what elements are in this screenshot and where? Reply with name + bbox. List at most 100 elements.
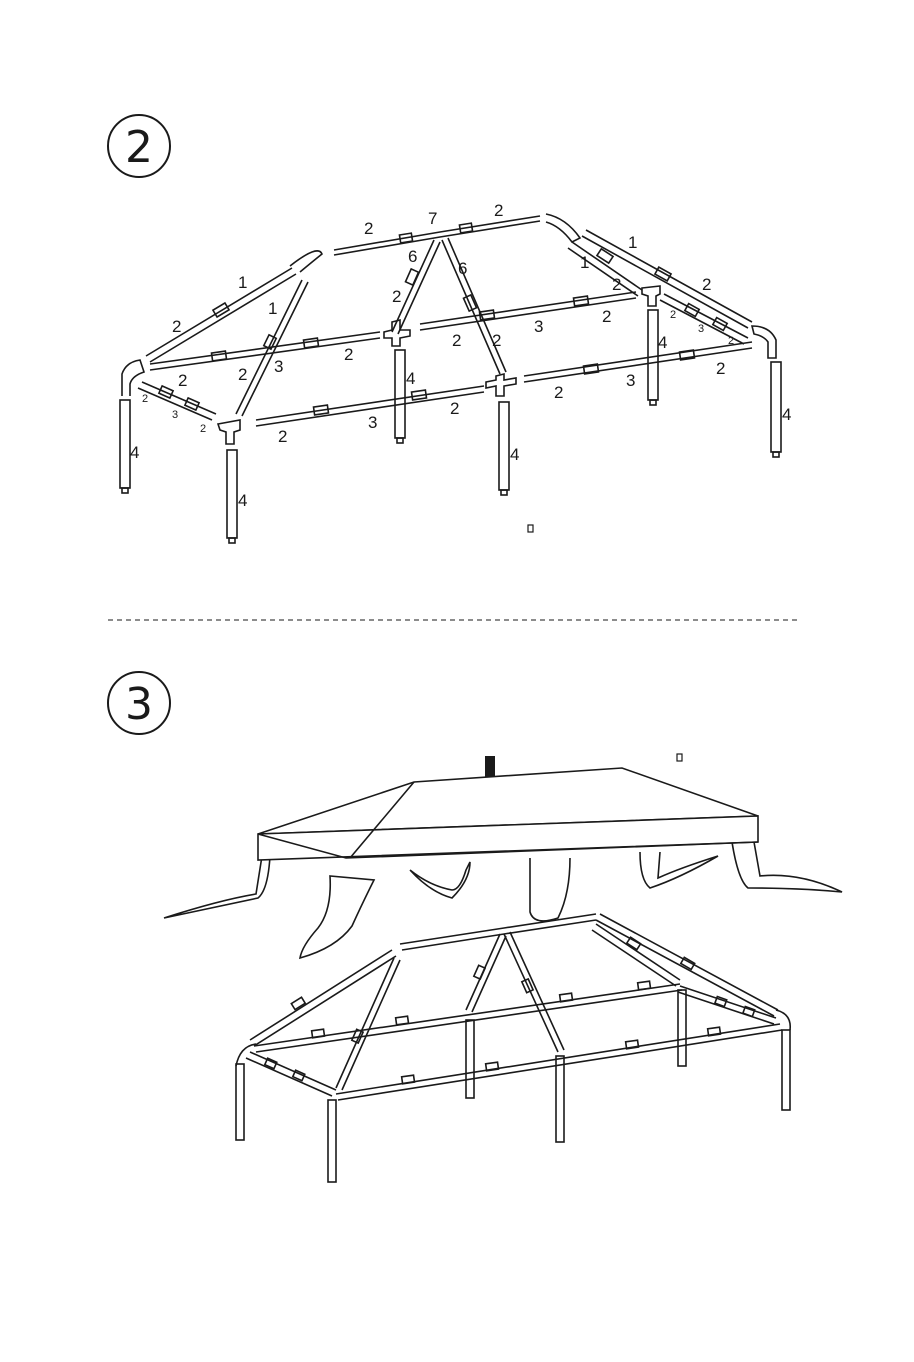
part-label: 3 <box>626 371 635 390</box>
canopy-front-flap-1 <box>300 876 374 958</box>
frame-connectors <box>265 937 755 1084</box>
pipe-connector <box>212 351 227 361</box>
part-label: 4 <box>510 445 519 464</box>
part-label: 4 <box>238 491 247 510</box>
step-2-number: 2 <box>125 122 153 173</box>
part-label: 2 <box>364 219 373 238</box>
frame-left-inner <box>336 958 400 1090</box>
step-3-section: 3 <box>108 672 842 1182</box>
ridge-right-elbow <box>546 214 580 242</box>
frame-leg <box>782 1030 790 1110</box>
leg-foot <box>397 438 403 443</box>
leg-front-left-tee <box>227 450 237 538</box>
frame-leg <box>556 1056 564 1142</box>
part-label: 2 <box>172 317 181 336</box>
part-label: 6 <box>408 247 417 266</box>
leg-foot <box>773 452 779 457</box>
pipe-connector <box>474 965 485 979</box>
part-label: 4 <box>782 405 791 424</box>
peak-right-diagonal <box>442 238 506 374</box>
ridge-left-elbow <box>290 251 322 272</box>
right-corner-joint <box>752 326 776 358</box>
canopy-right-pocket <box>640 852 718 888</box>
frame-ridge <box>400 914 596 950</box>
part-label: 3 <box>172 409 178 421</box>
leg-foot <box>501 490 507 495</box>
frame-peak-right <box>504 932 564 1052</box>
canopy-cover <box>164 768 842 958</box>
frame-diagram <box>120 214 781 543</box>
part-label: 2 <box>670 309 676 321</box>
step-3-number: 3 <box>125 679 153 730</box>
part-label: 2 <box>716 359 725 378</box>
frame-right-side <box>678 986 776 1024</box>
pipe-connector <box>638 981 651 990</box>
part-label: 7 <box>428 209 437 228</box>
part-label: 1 <box>580 253 589 272</box>
part-label: 2 <box>200 423 206 435</box>
part-label: 3 <box>698 323 704 335</box>
left-corner-joint <box>122 360 144 396</box>
leg-front-left-corner <box>120 400 130 488</box>
part-label: 2 <box>494 201 503 220</box>
frame-leg <box>678 990 686 1066</box>
leg-foot <box>650 400 656 405</box>
leg-back-right <box>648 310 658 400</box>
leg-front-center <box>499 402 509 490</box>
part-label: 1 <box>238 273 247 292</box>
pipe-connector <box>405 269 418 285</box>
frame-leg <box>466 1020 474 1098</box>
front-center-cross <box>486 374 516 396</box>
small-marker <box>677 754 682 761</box>
frame-leg <box>328 1100 336 1182</box>
part-label: 2 <box>392 287 401 306</box>
pipe-connectors <box>159 223 727 415</box>
part-label: 2 <box>602 307 611 326</box>
frame-right-roof <box>596 914 778 1016</box>
pipe-connector <box>396 1016 409 1025</box>
frame-left-side <box>246 1052 336 1096</box>
leg-front-right-corner <box>771 362 781 452</box>
part-label: 2 <box>702 275 711 294</box>
part-label: 1 <box>628 233 637 252</box>
frame-right-corner <box>776 1010 790 1030</box>
part-label: 2 <box>452 331 461 350</box>
part-label: 2 <box>178 371 187 390</box>
pipe-connector <box>655 267 671 281</box>
back-right-tee <box>642 286 660 306</box>
frame-left-corner <box>236 1044 256 1066</box>
part-labels: 1 2 1 2 3 2 2 7 6 6 2 2 2 2 3 2 2 2 3 2 … <box>130 201 791 510</box>
pipe-connector <box>402 1075 415 1084</box>
part-label: 1 <box>268 299 277 318</box>
pipe-connector <box>312 1029 325 1038</box>
part-label: 4 <box>130 443 139 462</box>
part-label: 6 <box>458 259 467 278</box>
part-label: 2 <box>278 427 287 446</box>
part-label: 2 <box>344 345 353 364</box>
canopy-center-pocket <box>410 862 470 898</box>
frame-back-rail <box>254 984 682 1052</box>
part-label: 2 <box>492 331 501 350</box>
frame-peak-left <box>466 934 506 1012</box>
leg-back-center <box>395 350 405 438</box>
part-label: 2 <box>142 393 148 405</box>
canopy-right-valance-flap <box>732 842 842 892</box>
part-label: 2 <box>554 383 563 402</box>
leg-foot <box>229 538 235 543</box>
assembled-frame <box>236 914 790 1182</box>
part-label: 2 <box>612 275 621 294</box>
part-label: 3 <box>274 357 283 376</box>
frame-left-roof <box>250 950 396 1046</box>
front-left-tee <box>218 420 240 444</box>
canopy-left-valance-flap <box>164 856 270 918</box>
part-label: 4 <box>406 369 415 388</box>
frame-leg <box>236 1064 244 1140</box>
back-center-cross <box>384 320 410 346</box>
part-label: 2 <box>728 335 734 347</box>
part-label: 2 <box>450 399 459 418</box>
part-label: 3 <box>534 317 543 336</box>
leg-foot <box>122 488 128 493</box>
small-marker <box>528 525 533 532</box>
canopy-front-flap-2 <box>530 858 570 921</box>
